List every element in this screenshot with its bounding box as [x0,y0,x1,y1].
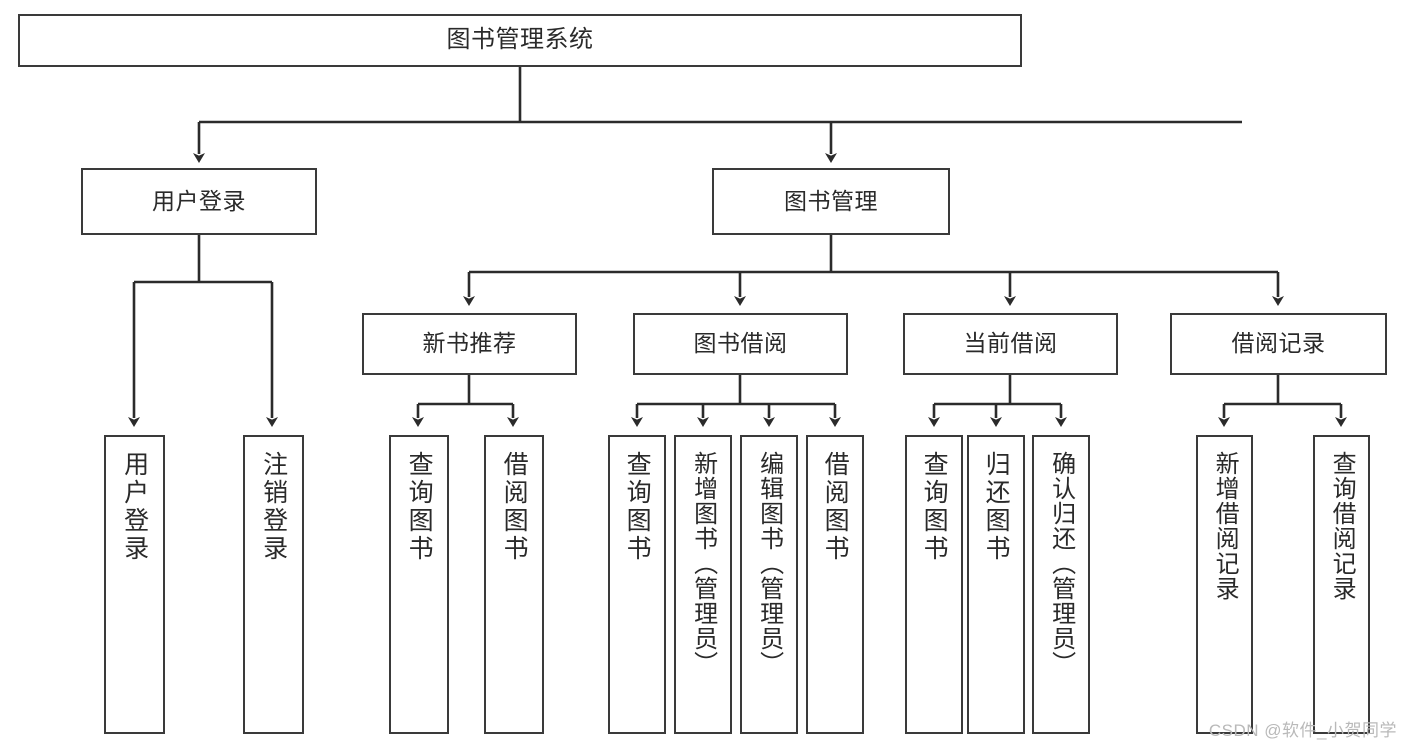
node-book-borrow[interactable]: 图书借阅 [633,313,848,375]
leaf-new-book-borrow-book[interactable]: 借阅图书 [484,435,544,734]
node-label: 查询图书 [623,451,652,563]
node-label: 当前借阅 [963,330,1058,357]
node-label: 归还图书 [982,451,1011,563]
node-label: 新增图书（管理员） [689,451,717,676]
watermark-text: CSDN @软件_小贺同学 [1208,721,1397,740]
node-label: 借阅记录 [1231,330,1326,357]
node-label: 图书借阅 [693,330,788,357]
node-label: 新增借阅记录 [1211,451,1239,601]
leaf-user-login-login[interactable]: 用户登录 [104,435,165,734]
node-label: 查询图书 [405,451,434,563]
leaf-borrow-record-add-record[interactable]: 新增借阅记录 [1196,435,1253,734]
node-label: 新书推荐 [422,330,517,357]
leaf-current-borrow-query-book[interactable]: 查询图书 [905,435,963,734]
node-label: 查询图书 [920,451,949,563]
node-label: 用户登录 [152,187,246,214]
node-label: 图书管理 [784,187,878,214]
leaf-new-book-query-book[interactable]: 查询图书 [389,435,449,734]
leaf-current-borrow-confirm-return-admin[interactable]: 确认归还（管理员） [1032,435,1090,734]
leaf-book-borrow-edit-book-admin[interactable]: 编辑图书（管理员） [740,435,798,734]
node-label: 注销登录 [259,451,288,563]
node-book-management[interactable]: 图书管理 [712,168,950,235]
node-label: 编辑图书（管理员） [755,451,783,676]
node-label: 借阅图书 [821,451,850,563]
node-label: 用户登录 [120,451,149,563]
node-new-book-recommendation[interactable]: 新书推荐 [362,313,577,375]
node-label: 图书管理系统 [446,26,594,54]
leaf-book-borrow-query-book[interactable]: 查询图书 [608,435,666,734]
node-borrow-record[interactable]: 借阅记录 [1170,313,1387,375]
leaf-current-borrow-return-book[interactable]: 归还图书 [967,435,1025,734]
node-user-login[interactable]: 用户登录 [81,168,317,235]
leaf-book-borrow-borrow-book[interactable]: 借阅图书 [806,435,864,734]
leaf-book-borrow-add-book-admin[interactable]: 新增图书（管理员） [674,435,732,734]
leaf-borrow-record-query-record[interactable]: 查询借阅记录 [1313,435,1370,734]
node-current-borrow[interactable]: 当前借阅 [903,313,1118,375]
node-label: 借阅图书 [500,451,529,563]
node-label: 查询借阅记录 [1328,451,1356,601]
node-root-book-management-system[interactable]: 图书管理系统 [18,14,1022,67]
node-label: 确认归还（管理员） [1047,451,1075,676]
leaf-user-login-logout[interactable]: 注销登录 [243,435,304,734]
